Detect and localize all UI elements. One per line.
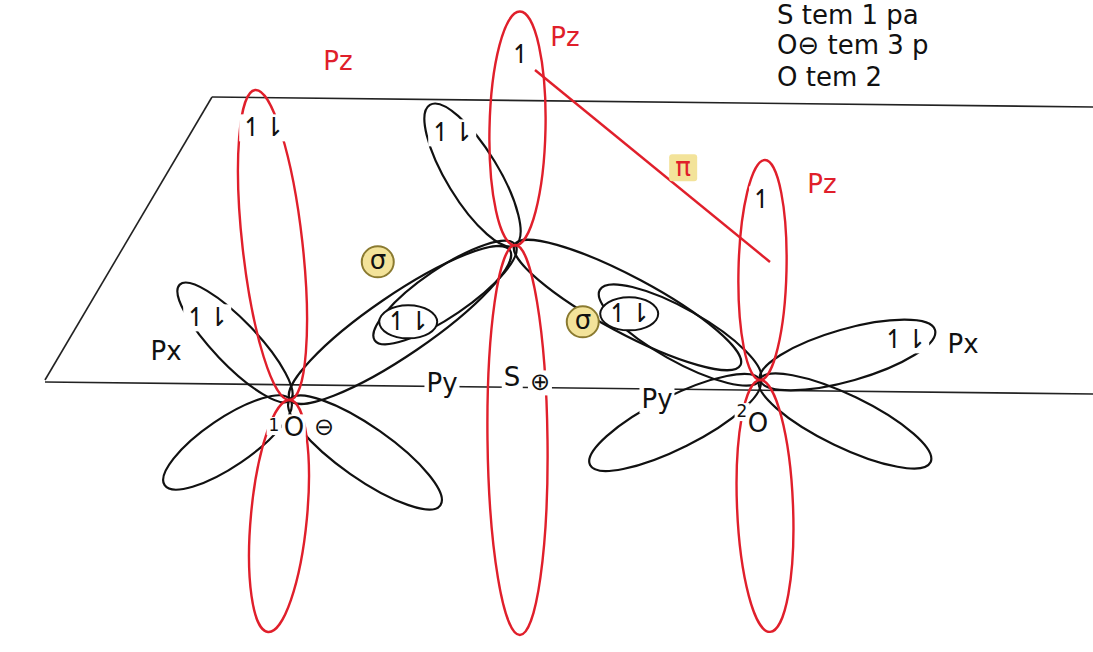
electron-pair: ↿⇂: [239, 114, 287, 141]
note-text: O tem 2: [775, 64, 884, 91]
atom-label: S: [502, 364, 523, 391]
atom-label: ⊕: [528, 370, 552, 395]
bond-label: π: [669, 154, 697, 181]
bond-label: σ: [566, 305, 600, 338]
pz-lobes: [225, 11, 798, 635]
orbital-label: Pz: [805, 171, 838, 198]
pi-overlap-line: [535, 70, 770, 262]
atom-label: O: [282, 414, 306, 441]
bond-label: σ: [361, 245, 395, 278]
orbital-label: Px: [945, 331, 980, 358]
orbital-label: Pz: [548, 24, 581, 51]
electron-pair: ↿⇂: [378, 304, 438, 339]
note-text: O⊖ tem 3 p: [775, 32, 931, 59]
electron-pair: ↿⇂: [428, 119, 476, 146]
electron-pair: ↿⇂: [599, 296, 659, 331]
atom-label: 1: [267, 417, 282, 435]
plane-outline: [45, 97, 1093, 394]
electron-pair: ↿⇂: [183, 304, 231, 331]
electron-pair: ↿⇂: [881, 326, 929, 353]
orbital-label: Px: [148, 338, 183, 365]
atom-label: O: [746, 410, 770, 437]
note-text: S tem 1 pa: [775, 2, 921, 29]
electron-pair: ↿: [749, 186, 775, 213]
orbital-label: Pz: [321, 48, 354, 75]
atom-label: ⊖: [312, 415, 336, 440]
electron-pair: ↿: [508, 41, 534, 68]
orbital-label: Py: [639, 386, 674, 413]
orbital-label: Py: [424, 370, 459, 397]
